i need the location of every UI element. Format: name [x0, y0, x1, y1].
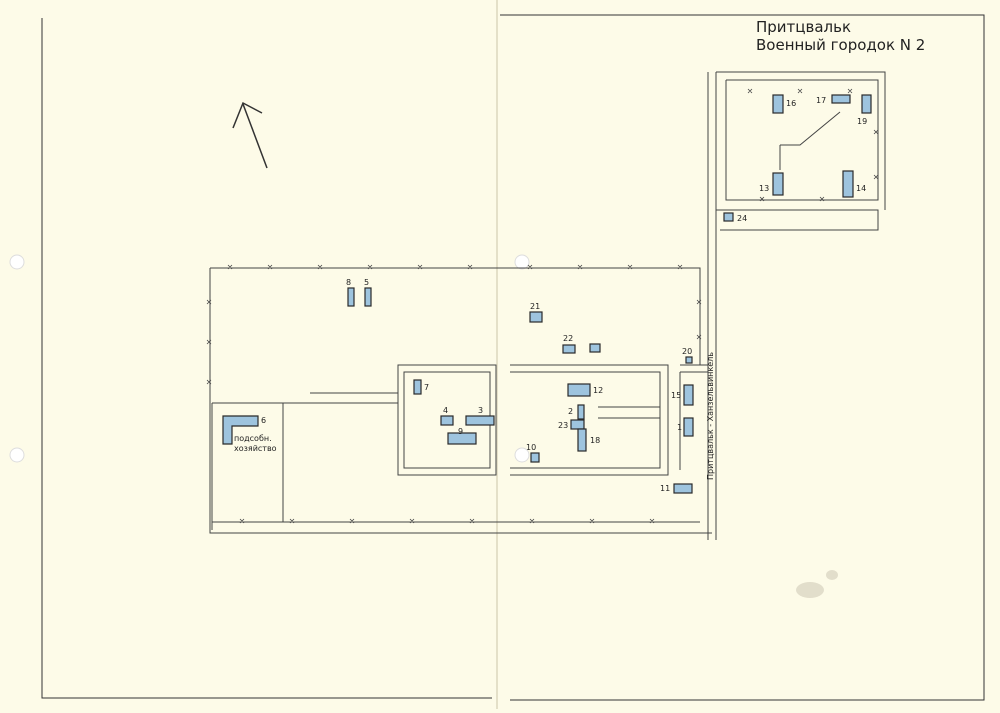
label-21: 21 [530, 302, 540, 311]
label-23: 23 [558, 421, 568, 430]
building-17 [831, 94, 851, 104]
building-21 [529, 311, 543, 323]
building-1 [683, 417, 694, 437]
label-16: 16 [786, 99, 796, 108]
subsidiary-label-2: хозяйство [234, 444, 277, 453]
label-4: 4 [443, 406, 448, 415]
label-17: 17 [816, 96, 826, 105]
building-20 [685, 356, 693, 364]
label-5: 5 [364, 278, 369, 287]
north-arrow-icon [232, 101, 268, 169]
building-11 [673, 483, 693, 494]
stain-small [826, 570, 838, 580]
building-16 [772, 94, 784, 114]
punch-hole-top [9, 254, 25, 270]
label-12: 12 [593, 386, 603, 395]
buildings [222, 94, 872, 494]
building-18 [577, 428, 587, 452]
building-24 [723, 212, 734, 222]
label-10: 10 [526, 443, 536, 452]
label-11: 11 [660, 484, 670, 493]
road-label: Притцвальк - Ханзельвинкель [706, 352, 715, 480]
fence-marks [206, 264, 702, 524]
building-4 [440, 415, 454, 426]
label-15: 15 [671, 391, 681, 400]
label-3: 3 [478, 406, 483, 415]
building-labels: 8 5 21 22 20 7 4 3 9 12 2 23 18 10 15 1 … [234, 96, 867, 493]
punch-hole-bottom [9, 447, 25, 463]
map-subtitle: Военный городок N 2 [756, 36, 925, 54]
building-14 [842, 170, 854, 198]
label-1: 1 [677, 423, 682, 432]
building-7 [413, 379, 422, 395]
building-3 [465, 415, 495, 426]
building-10 [530, 452, 540, 463]
label-8: 8 [346, 278, 351, 287]
building-8 [347, 287, 355, 307]
building-19 [861, 94, 872, 114]
building-23 [570, 419, 585, 430]
building-22 [562, 344, 576, 354]
subsidiary-label-1: подсобн. [234, 434, 272, 443]
stain [796, 582, 824, 598]
building-9 [447, 432, 477, 445]
label-7: 7 [424, 383, 429, 392]
label-13: 13 [759, 184, 769, 193]
label-18: 18 [590, 436, 600, 445]
label-9: 9 [458, 427, 463, 436]
label-20: 20 [682, 347, 692, 356]
label-19: 19 [857, 117, 867, 126]
road [679, 72, 717, 540]
punch-hole-mid-top [514, 254, 530, 270]
building-12 [567, 383, 591, 397]
building-2 [577, 404, 585, 420]
building-6 [222, 415, 259, 445]
building-5 [364, 287, 372, 307]
building-13 [772, 172, 784, 196]
label-22: 22 [563, 334, 573, 343]
ne-compound [716, 71, 886, 231]
label-24: 24 [737, 214, 747, 223]
page-border-left [41, 18, 492, 699]
ne-fence-marks [747, 88, 879, 202]
page-border-right [500, 14, 985, 701]
label-14: 14 [856, 184, 866, 193]
label-2: 2 [568, 407, 573, 416]
label-6: 6 [261, 416, 266, 425]
map-title: Притцвальк [756, 18, 851, 36]
punch-hole-mid-bottom [514, 447, 530, 463]
building-15 [683, 384, 694, 406]
building-22b [589, 343, 601, 353]
